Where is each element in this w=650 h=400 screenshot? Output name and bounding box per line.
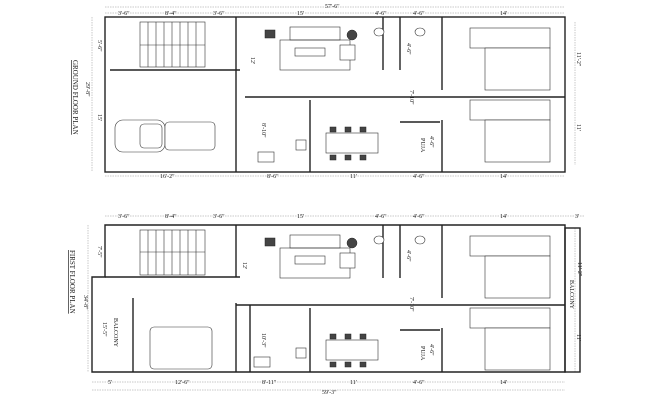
room-dim: 12': [249, 57, 255, 64]
dim: 11'-2": [575, 52, 581, 67]
puja-label: PUJA: [419, 346, 425, 361]
dim: 12'-6": [175, 380, 190, 386]
toilet-icon: [414, 27, 426, 37]
room-dim: 7'-10": [408, 297, 414, 312]
toilet-icon: [373, 235, 385, 245]
dim: 11': [575, 124, 581, 131]
dim: 8'-6": [267, 174, 279, 180]
dim: 4'-6": [375, 11, 387, 17]
ground-floor-plan: GROUND FLOOR PLAN 57'-6" 3'-6" 8'-4" 3'-…: [71, 4, 581, 180]
first-floor-title: FIRST FLOOR PLAN: [68, 250, 76, 314]
dim: 34'-8": [82, 295, 88, 310]
dim: 11': [575, 334, 581, 341]
bed-icon: [469, 307, 551, 371]
dim: 29'-8": [84, 82, 90, 97]
outer-wall: [104, 16, 566, 173]
bed-icon: [469, 235, 551, 299]
toilet-icon: [414, 235, 426, 245]
bed-icon: [149, 326, 213, 370]
balcony-label: BALCONY: [112, 318, 118, 348]
ground-floor-title: GROUND FLOOR PLAN: [71, 60, 79, 135]
dim: 16'-2": [160, 174, 175, 180]
dim: 4'-6": [413, 214, 425, 220]
room-dim: 10'-3": [260, 333, 266, 348]
overall-dim: 57'-6": [325, 4, 340, 10]
room-dim: 4'-6": [405, 43, 411, 55]
dim: 14': [500, 380, 507, 386]
balcony-wall: [564, 227, 581, 373]
dining-table-icon: [325, 333, 379, 368]
dim: 15': [96, 114, 102, 121]
staircase: [139, 229, 206, 276]
dim: 5'-6": [96, 40, 102, 52]
bed-icon: [469, 99, 551, 163]
room-dim: 4'-6": [428, 136, 434, 148]
dim: 8'-11": [262, 380, 277, 386]
dim: 14': [500, 11, 507, 17]
puja-label: PUJA: [419, 138, 425, 153]
dim: 8'-4": [165, 214, 177, 220]
sofa-set-icon: [264, 26, 358, 71]
dim: 15': [297, 11, 304, 17]
dim: 3'-6": [118, 11, 130, 17]
car-icon: [114, 119, 216, 153]
dim: 11': [350, 380, 357, 386]
dim: 11'-2": [576, 262, 582, 277]
first-floor-plan: FIRST FLOOR PLAN 3'-6" 8'-4" 3'-6" 15' 4…: [68, 214, 585, 396]
room-dim: 8'-10": [260, 123, 266, 138]
room-dim: 4'-6": [428, 344, 434, 356]
dim: 3': [575, 214, 579, 220]
dim: 14': [500, 214, 507, 220]
toilet-icon: [373, 27, 385, 37]
staircase: [139, 21, 206, 68]
dim: 4'-6": [413, 174, 425, 180]
overall-dim: 59'-3": [322, 390, 337, 396]
stove-icon: [253, 356, 271, 368]
dim: 3'-6": [213, 11, 225, 17]
stove-icon: [257, 151, 275, 163]
sink-icon: [295, 139, 307, 151]
dim: 3'-6": [118, 214, 130, 220]
balcony-label: BALCONY: [568, 280, 574, 310]
dim: 15'-5": [101, 322, 107, 337]
bed-icon: [469, 27, 551, 91]
dim: 14': [500, 174, 507, 180]
room-dim: 7'-10": [408, 90, 414, 105]
room-dim: 12': [241, 262, 247, 269]
room-dim: 4'-6": [405, 250, 411, 262]
dim: 4'-6": [375, 214, 387, 220]
dim: 15': [297, 214, 304, 220]
dim: 4'-6": [413, 380, 425, 386]
dim: 5': [108, 380, 112, 386]
dim: 3'-6": [213, 214, 225, 220]
dim: 7'-5": [96, 246, 102, 258]
sink-icon: [295, 347, 307, 359]
dim: 11': [350, 174, 357, 180]
dim: 8'-4": [165, 11, 177, 17]
sofa-set-icon: [264, 234, 358, 279]
dining-table-icon: [325, 126, 379, 161]
dim: 4'-6": [413, 11, 425, 17]
